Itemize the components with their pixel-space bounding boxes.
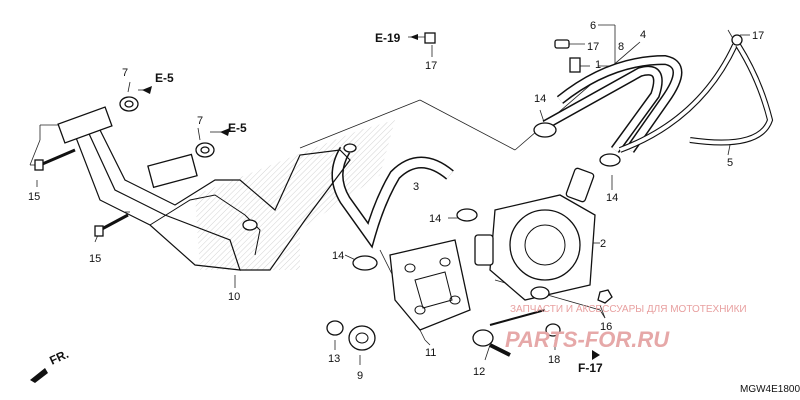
label-6: 6 [590,20,596,32]
upper-hose-6 [424,16,581,73]
big-loop-hose-4 [542,54,683,153]
grommets [326,320,376,351]
part-labels: 1 2 3 4 5 6 7 7 8 9 10 11 12 13 14 14 14… [28,20,764,382]
watermark: ЗАПЧАСТИ И АКСЕССУАРЫ ДЛЯ МОТОТЕХНИКИ PA… [505,304,747,352]
label-17-b: 17 [587,41,599,53]
clamp-17-a [554,39,570,49]
nut-16 [597,289,613,304]
clip-17-top [424,32,436,44]
grommet-9 [348,325,376,351]
label-15-b: 15 [89,253,101,265]
watermark-line1: ЗАПЧАСТИ И АКСЕССУАРЫ ДЛЯ МОТОТЕХНИКИ [510,304,747,315]
label-14-d: 14 [332,250,344,262]
ref-f17: F-17 [578,361,603,375]
ref-e5-a: E-5 [155,71,174,85]
diagram-code: MGW4E1800 [740,384,800,395]
washer-18 [545,323,561,337]
clamps-14 [352,122,621,271]
collar-13 [326,320,344,336]
ref-e5-b: E-5 [228,121,247,135]
label-14-b: 14 [606,192,618,204]
ref-fr: FR. [47,347,70,368]
flange-left [57,106,113,144]
label-16: 16 [600,321,612,333]
bolt-12 [472,309,546,357]
watermark-line2: PARTS-FOR.RU [505,327,670,352]
label-14-c: 14 [429,213,441,225]
hose-5 [618,34,774,153]
reference-arrows [30,34,600,383]
label-1: 1 [595,59,601,71]
valve-1 [569,57,581,73]
label-2: 2 [600,238,606,250]
label-9: 9 [357,370,363,382]
bracket-plate-11 [389,239,471,331]
frame-hatch [195,120,395,270]
label-14-a: 14 [534,93,546,105]
label-5: 5 [727,157,733,169]
label-18: 18 [548,354,560,366]
clip-17-right [731,34,743,46]
ref-e19: E-19 [375,31,401,45]
label-10: 10 [228,291,240,303]
pipe-assembly-10 [57,106,351,271]
label-4: 4 [640,29,646,41]
gaskets-7 [119,96,215,158]
label-17-a: 17 [425,60,437,72]
label-13: 13 [328,353,340,365]
label-15-a: 15 [28,191,40,203]
hose-3 [331,143,454,249]
label-7-a: 7 [122,67,128,79]
label-17-c: 17 [752,30,764,42]
label-12: 12 [473,366,485,378]
label-7-b: 7 [197,115,203,127]
flange-right [147,153,198,189]
label-3: 3 [413,181,419,193]
bolts-15 [34,148,129,237]
air-pump-2 [474,167,596,301]
label-11: 11 [425,347,436,359]
label-8: 8 [618,41,624,53]
